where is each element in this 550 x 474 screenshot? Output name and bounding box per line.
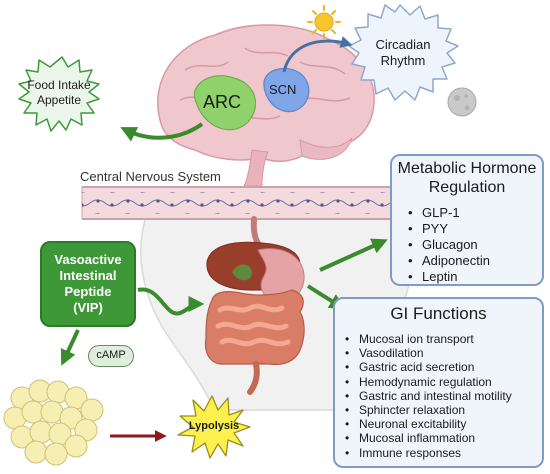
- list-item: Adiponectin: [406, 253, 542, 269]
- circadian-label: Circadian Rhythm: [368, 37, 438, 69]
- sun-icon: [307, 5, 341, 39]
- gi-title: GI Functions: [390, 304, 487, 323]
- vip-line3: Peptide: [64, 284, 112, 299]
- arrow-arc-to-food-intake: [120, 122, 204, 142]
- moon-icon: [447, 87, 477, 117]
- list-item: Sphincter relaxation: [343, 403, 542, 417]
- scn-label: SCN: [269, 82, 297, 97]
- spinal-cord-band: [81, 186, 448, 220]
- list-item: Gastric acid secretion: [343, 360, 542, 374]
- list-item: Gastric and intestinal motility: [343, 389, 542, 403]
- arrow-scn-to-circadian: [282, 36, 353, 73]
- arc-region: [193, 75, 257, 131]
- adipocyte-cluster-illustration: [3, 379, 104, 466]
- vip-box: Vasoactive Intestinal Peptide (VIP): [40, 241, 136, 327]
- vip-line4: (VIP): [73, 300, 103, 315]
- list-item: Leptin: [406, 269, 542, 285]
- digestive-organs-illustration: [204, 216, 305, 395]
- list-item: Immune responses: [343, 446, 542, 460]
- list-item: Neuronal excitability: [343, 417, 542, 431]
- metabolic-hormone-box: Metabolic Hormone Regulation GLP-1 PYY G…: [390, 154, 544, 286]
- gi-functions-box: GI Functions Mucosal ion transport Vasod…: [333, 297, 544, 468]
- metabolic-title: Metabolic Hormone Regulation: [392, 159, 542, 197]
- scn-region: [263, 67, 310, 113]
- brain-illustration: [157, 24, 375, 187]
- list-item: Glucagon: [406, 237, 542, 253]
- metabolic-title-line1: Metabolic Hormone: [397, 160, 537, 177]
- arrow-organs-to-metabolic: [319, 238, 388, 272]
- list-item: Mucosal inflammation: [343, 431, 542, 445]
- cns-label: Central Nervous System: [80, 169, 221, 184]
- metabolic-list: GLP-1 PYY Glucagon Adiponectin Leptin: [406, 205, 542, 285]
- camp-label: cAMP: [88, 345, 134, 367]
- list-item: Vasodilation: [343, 346, 542, 360]
- list-item: GLP-1: [406, 205, 542, 221]
- list-item: Mucosal ion transport: [343, 332, 542, 346]
- arc-label: ARC: [203, 92, 242, 112]
- circadian-line2: Rhythm: [380, 53, 426, 68]
- circadian-line1: Circadian: [375, 37, 431, 52]
- vip-line2: Intestinal: [59, 268, 117, 283]
- lypolysis-label: Lypolysis: [188, 420, 240, 432]
- food-intake-starburst: [18, 56, 100, 132]
- food-intake-label: Food Intake Appetite: [20, 78, 98, 108]
- arrow-vip-to-organs: [137, 287, 205, 316]
- list-item: PYY: [406, 221, 542, 237]
- food-intake-line1: Food Intake: [27, 78, 91, 92]
- lypolysis-starburst: [177, 395, 251, 459]
- metabolic-title-line2: Regulation: [428, 179, 506, 196]
- food-intake-line2: Appetite: [36, 93, 82, 107]
- arrow-vip-to-adipocytes: [60, 329, 80, 366]
- list-item: Hemodynamic regulation: [343, 375, 542, 389]
- vip-line1: Vasoactive: [54, 252, 122, 267]
- circadian-starburst: [348, 4, 459, 101]
- gi-list: Mucosal ion transport Vasodilation Gastr…: [343, 332, 542, 460]
